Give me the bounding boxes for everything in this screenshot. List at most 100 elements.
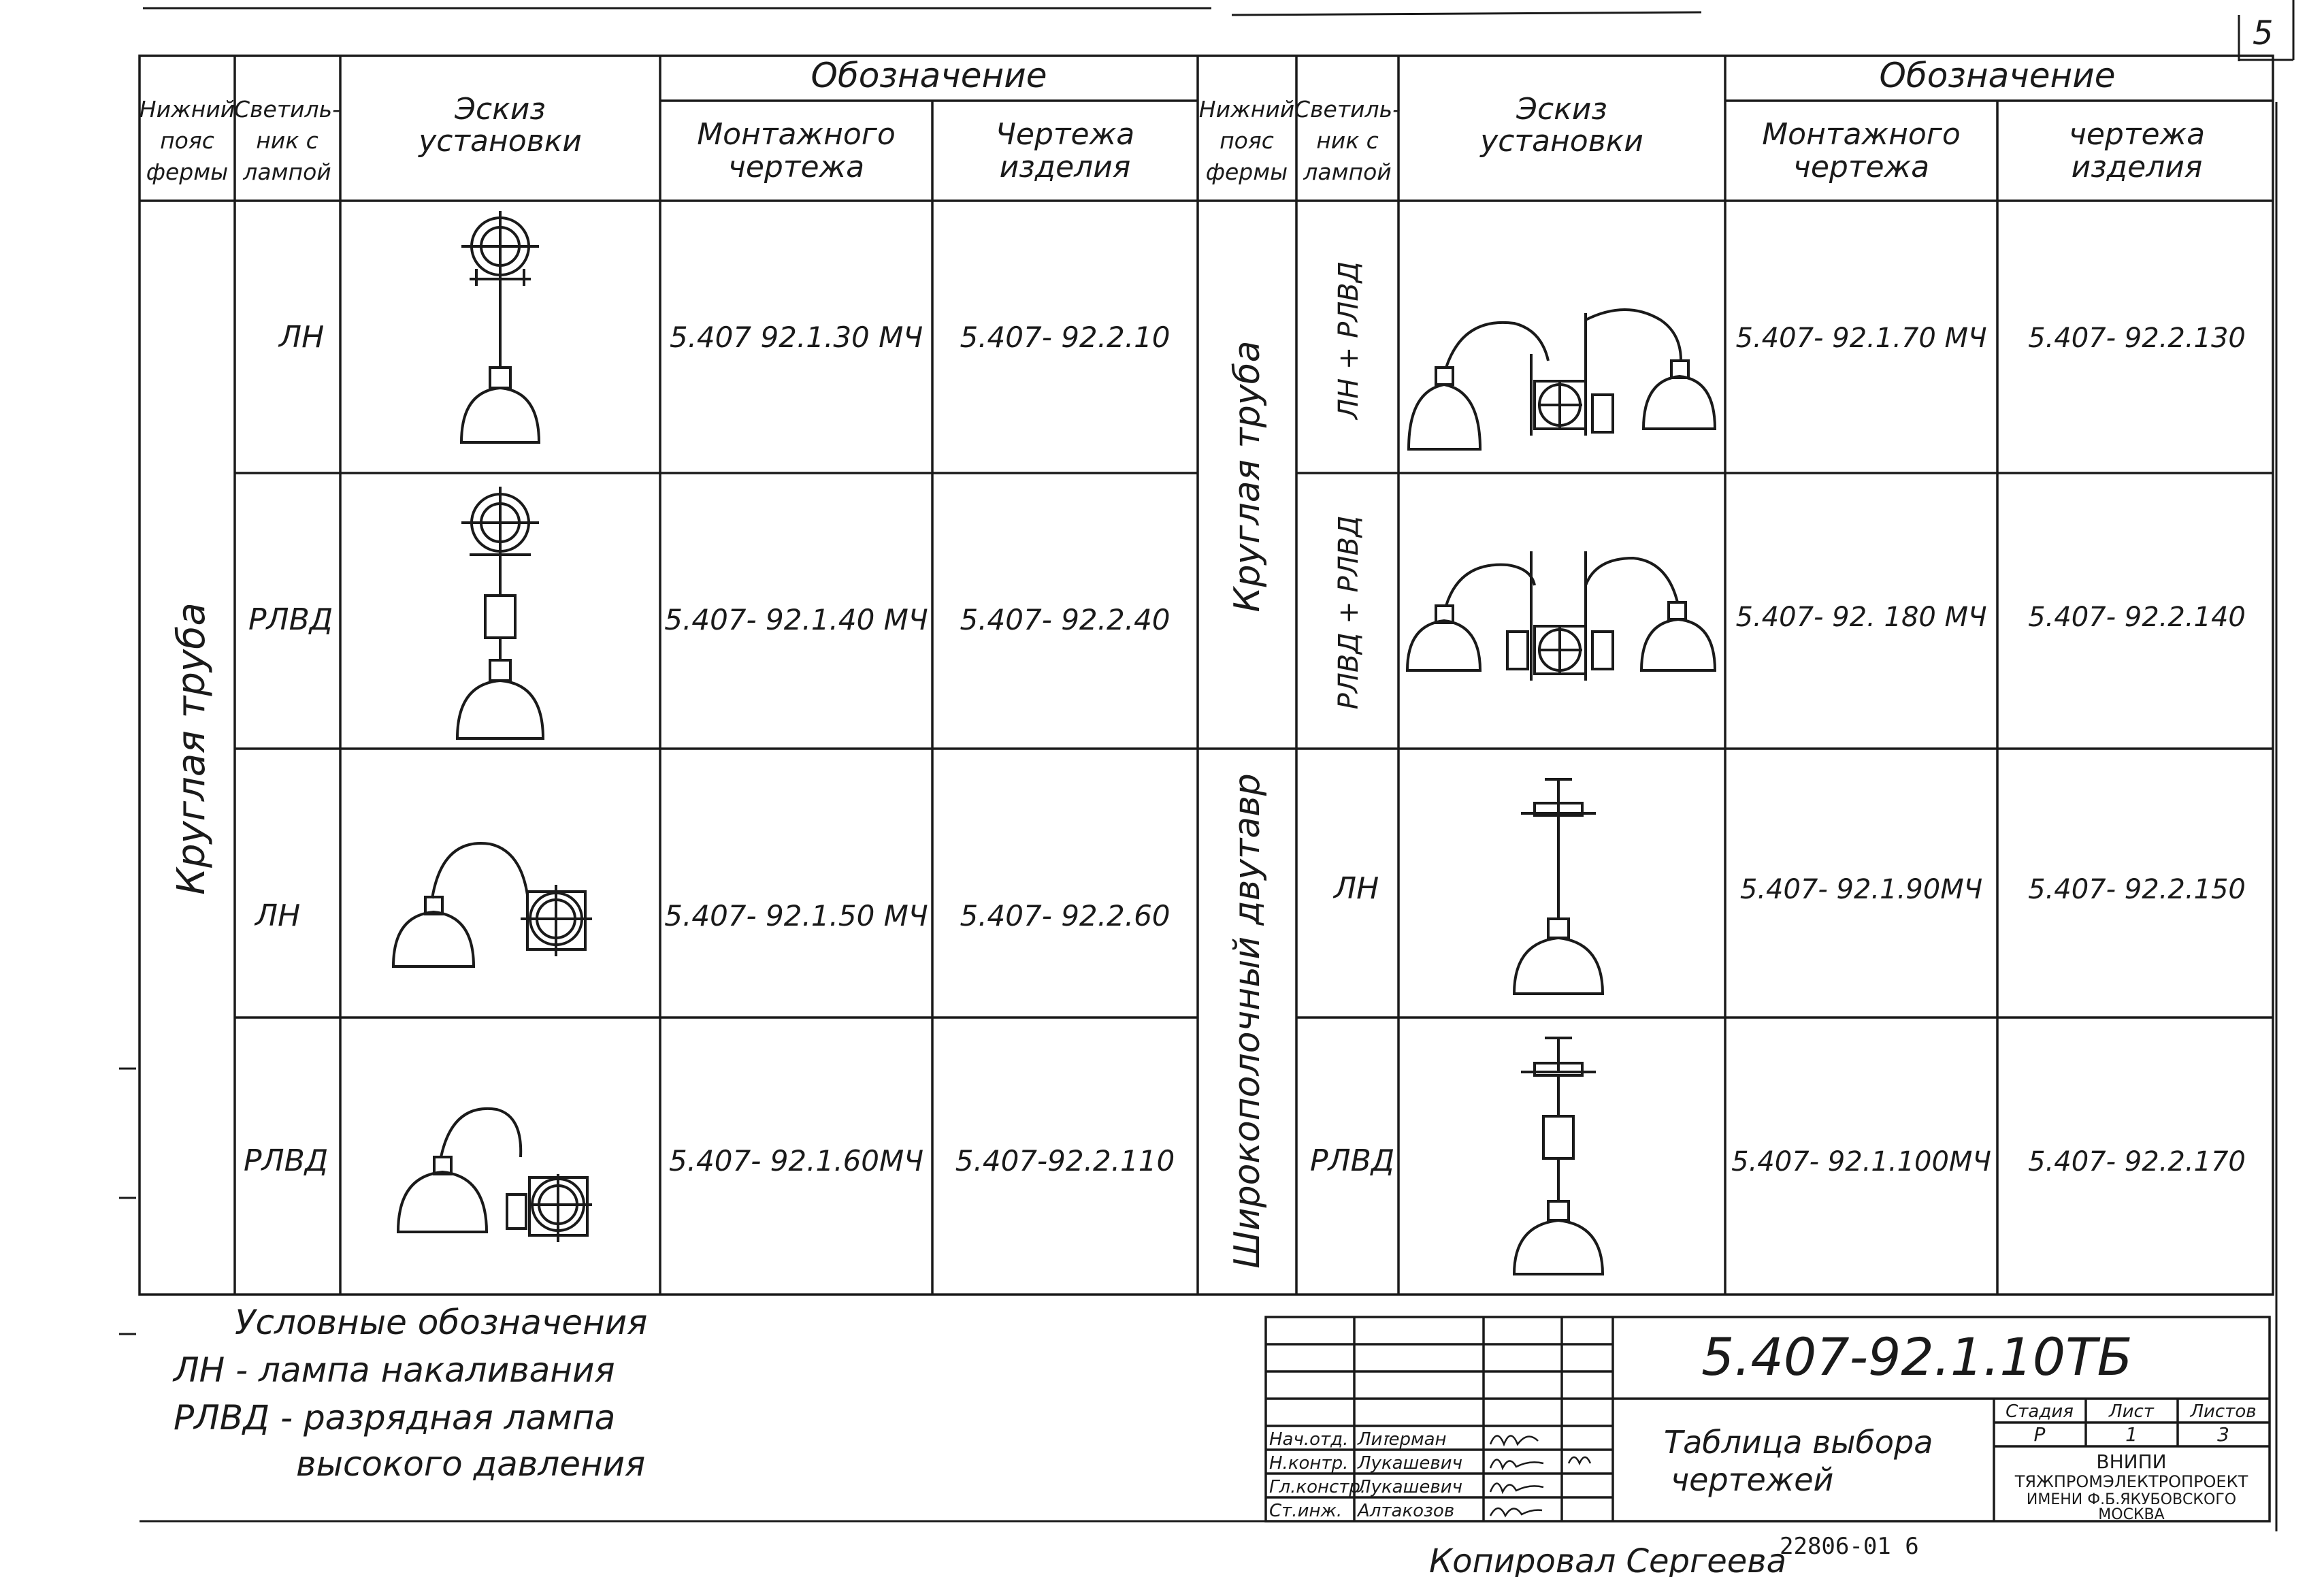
sketch-pipe-ln-rlvd-icon [1407,308,1717,451]
stage-value: Р [2034,1423,2046,1446]
document-code: 5.407-92.1.10ТБ [1701,1327,2133,1387]
sketch-pipe-rlvd-rlvd-icon [1405,551,1717,681]
sheet-number: 5 [2253,14,2274,52]
product-drawing-cell: 5.407- 92.2.170 [2028,1146,2246,1177]
chord-label-right-bottom: Широкополочный двутавр [1227,773,1268,1269]
right-row-3: ЛН 5.407- 92.1.90МЧ 5.407- 92.2.150 [1332,871,2246,906]
lamp-cell: РЛВД [244,1143,328,1178]
product-drawing-cell: 5.407-92.2.110 [955,1144,1175,1177]
header-product-r1: чертежа [2069,117,2205,152]
header-chord-r1: Нижний [1199,96,1294,123]
sheets-value: 3 [2217,1423,2229,1446]
header-mount-2: чертежа [728,150,864,184]
mount-drawing-cell: 5.407- 92.1.70 МЧ [1736,323,1987,354]
legend-title: Условные обозначения [235,1303,647,1342]
right-row-4: РЛВД 5.407- 92.1.100МЧ 5.407- 92.2.170 [1310,1143,2246,1178]
right-row-2: РЛВД + РЛВД 5.407- 92. 180 МЧ 5.407- 92.… [1333,516,2246,710]
sketch-ibeam-ln-icon [1512,778,1605,995]
product-drawing-cell: 5.407- 92.2.60 [960,899,1170,932]
org-line-4: МОСКВА [2098,1506,2164,1523]
product-drawing-cell: 5.407- 92.2.140 [2028,602,2246,633]
sketch-pipe-ln-icon [459,211,541,444]
sig-role-1: Нач.отд. [1269,1429,1348,1450]
product-drawing-cell: 5.407- 92.2.130 [2028,323,2246,354]
lamp-cell: ЛН [278,320,324,355]
header-lamp-r1: Светиль- [1294,96,1401,123]
sheet-value: 1 [2125,1423,2138,1446]
header-sketch-r1: Эскиз [1516,92,1607,127]
org-line-3: ИМЕНИ Ф.Б.ЯКУБОВСКОГО [2027,1491,2236,1508]
header-chord-3: фермы [146,159,228,185]
header-lamp-1: Светиль- [234,96,340,123]
header-sketch-2: установки [417,124,582,159]
sheets-label: Листов [2189,1401,2256,1422]
lamp-cell: РЛВД [1310,1143,1394,1178]
lamp-cell: РЛВД + РЛВД [1333,516,1364,710]
header-product-2: изделия [1000,150,1131,184]
mount-drawing-cell: 5.407- 92.1.90МЧ [1740,874,1982,905]
sheet-label: Лист [2108,1401,2155,1422]
header-lamp-3: лампой [242,159,331,185]
header-designation-left: Обозначение [811,56,1047,95]
chord-label-right-top: Круглая труба [1227,341,1268,613]
left-row-4: РЛВД 5.407- 92.1.60МЧ 5.407-92.2.110 [244,1143,1175,1178]
mount-drawing-cell: 5.407 92.1.30 МЧ [670,321,923,354]
table-grid [138,54,2274,1296]
mount-drawing-cell: 5.407- 92.1.100МЧ [1731,1146,1991,1177]
header-chord-1: Нижний [140,96,235,123]
sig-role-2: Н.контр. [1269,1453,1348,1474]
copied-by: Копировал Сергеева [1429,1542,1786,1577]
header-product-r2: изделия [2072,150,2203,184]
header-lamp-r3: лампой [1303,159,1391,185]
lamp-cell: ЛН [1332,871,1379,906]
sketch-side-ln-icon [391,842,592,968]
header-lamp-2: ник с [256,127,318,154]
left-row-2: РЛВД 5.407- 92.1.40 МЧ 5.407- 92.2.40 [248,602,1171,637]
product-drawing-cell: 5.407- 92.2.10 [960,321,1170,354]
document-title-2: чертежей [1671,1461,1833,1498]
sketch-pipe-rlvd-icon [455,487,545,740]
left-row-1: ЛН 5.407 92.1.30 МЧ 5.407- 92.2.10 [278,320,1171,355]
lamp-cell: РЛВД [248,602,333,637]
sketch-ibeam-rlvd-icon [1512,1037,1605,1275]
sig-name-1: Лиזерман [1357,1429,1447,1450]
header-mount-r1: Монтажного [1762,117,1961,152]
mount-drawing-cell: 5.407- 92.1.50 МЧ [664,899,928,932]
header-chord-r3: фермы [1206,159,1288,185]
header-mount-r2: чертежа [1793,150,1929,184]
archive-number: 22806-01 6 [1780,1533,1919,1560]
sig-role-3: Гл.констр. [1269,1477,1366,1497]
handwritten-signatures [1489,1435,1592,1518]
header-lamp-r2: ник с [1316,127,1379,154]
mount-drawing-cell: 5.407- 92.1.60МЧ [669,1144,923,1177]
header-designation-right: Обозначение [1880,56,2116,95]
sig-role-4: Ст.инж. [1269,1501,1342,1521]
sig-name-2: Лукашевич [1357,1453,1462,1474]
legend-line-1: ЛН - лампа накаливания [172,1350,615,1390]
org-line-1: ВНИПИ [2096,1450,2166,1473]
sheet-frame [119,0,2295,1531]
legend-line-3: высокого давления [296,1444,645,1484]
stage-label: Стадия [2006,1401,2074,1422]
header-sketch-r2: установки [1479,124,1643,159]
chord-label-left: Круглая труба [169,602,214,895]
document-title-1: Таблица выбора [1664,1424,1933,1461]
header-mount-1: Монтажного [697,117,896,152]
sketch-side-rlvd-icon [396,1107,592,1242]
legend: Условные обозначения ЛН - лампа накалива… [172,1303,647,1484]
header-chord-r2: пояс [1220,127,1274,154]
right-row-1: ЛН + РЛВД 5.407- 92.1.70 МЧ 5.407- 92.2.… [1333,261,2246,421]
header-chord-2: пояс [160,127,214,154]
product-drawing-cell: 5.407- 92.2.40 [960,603,1170,636]
lamp-cell: ЛН [254,898,300,933]
header-product-1: Чертежа [996,117,1134,152]
sig-name-3: Лукашевич [1357,1477,1462,1497]
header-sketch-1: Эскиз [454,92,545,127]
lamp-cell: ЛН + РЛВД [1333,261,1364,421]
title-block-grid [1264,1316,2271,1523]
mount-drawing-cell: 5.407- 92.1.40 МЧ [664,603,928,636]
org-line-2: ТЯЖПРОМЭЛЕКТРОПРОЕКТ [2014,1472,2248,1491]
mount-drawing-cell: 5.407- 92. 180 МЧ [1736,602,1987,633]
sig-name-4: Алтакозов [1356,1501,1454,1521]
